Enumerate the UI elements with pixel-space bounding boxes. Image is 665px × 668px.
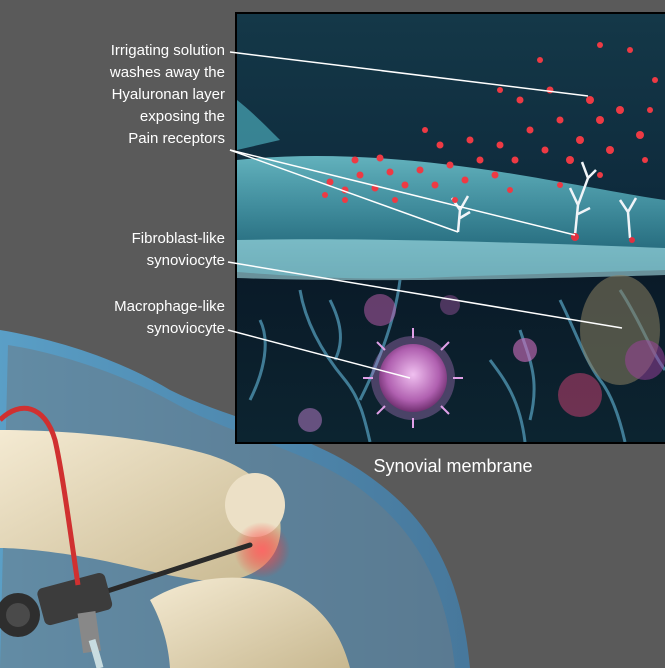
label-irrigating-solution: Irrigating solution washes away the Hyal… — [110, 40, 225, 150]
label-line: Hyaluronan layer — [110, 84, 225, 106]
macrophage-cell — [363, 328, 463, 428]
label-line: synoviocyte — [114, 318, 225, 340]
label-line: synoviocyte — [132, 250, 225, 272]
label-line: Pain receptors — [110, 128, 225, 150]
label-line: exposing the — [110, 106, 225, 128]
caption-synovial-membrane: Synovial membrane — [303, 456, 603, 477]
label-macrophage: Macrophage-like synoviocyte — [114, 296, 225, 340]
label-line: washes away the — [110, 62, 225, 84]
label-line: Fibroblast-like — [132, 228, 225, 250]
label-line: Irrigating solution — [110, 40, 225, 62]
label-line: Macrophage-like — [114, 296, 225, 318]
label-fibroblast: Fibroblast-like synoviocyte — [132, 228, 225, 272]
